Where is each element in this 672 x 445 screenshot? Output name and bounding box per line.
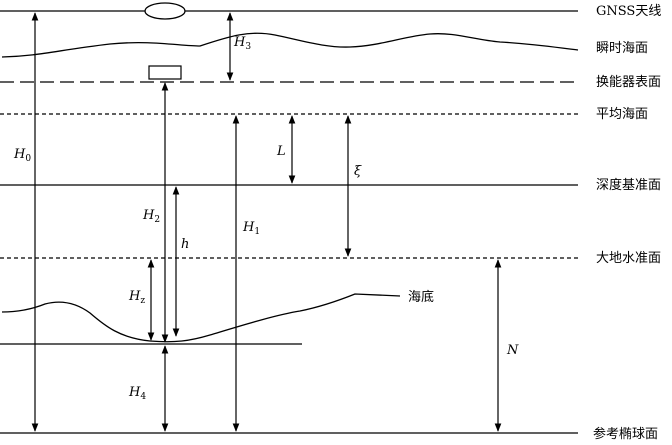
h3-label: H3 [233, 35, 251, 52]
reference-ellipsoid-label: 参考椭球面 [593, 426, 658, 442]
h-label: h [181, 237, 189, 252]
seabed-label: 海底 [408, 289, 434, 305]
transducer-icon [148, 65, 182, 80]
transducer-surface-label: 换能器表面 [596, 75, 661, 90]
xi-label: ξ [354, 164, 362, 179]
seabed-curve [1, 293, 401, 343]
h2-label: H2 [142, 208, 160, 225]
h0-label: H0 [13, 147, 31, 164]
geoid-label: 大地水准面 [596, 251, 661, 266]
gnss-antenna-icon [144, 2, 186, 20]
instant-sea-surface-label: 瞬时海面 [596, 41, 648, 56]
l-label: L [276, 144, 286, 159]
gnss-antenna-label: GNSS天线 [596, 4, 661, 19]
n-label: N [506, 343, 519, 358]
h4-label: H4 [128, 385, 146, 402]
instant-sea-surface-curve [1, 32, 579, 58]
h1-label: H1 [242, 220, 260, 237]
hz-label: Hz [128, 289, 145, 306]
mean-sea-level-label: 平均海面 [596, 107, 648, 122]
chart-datum-label: 深度基准面 [596, 177, 661, 193]
